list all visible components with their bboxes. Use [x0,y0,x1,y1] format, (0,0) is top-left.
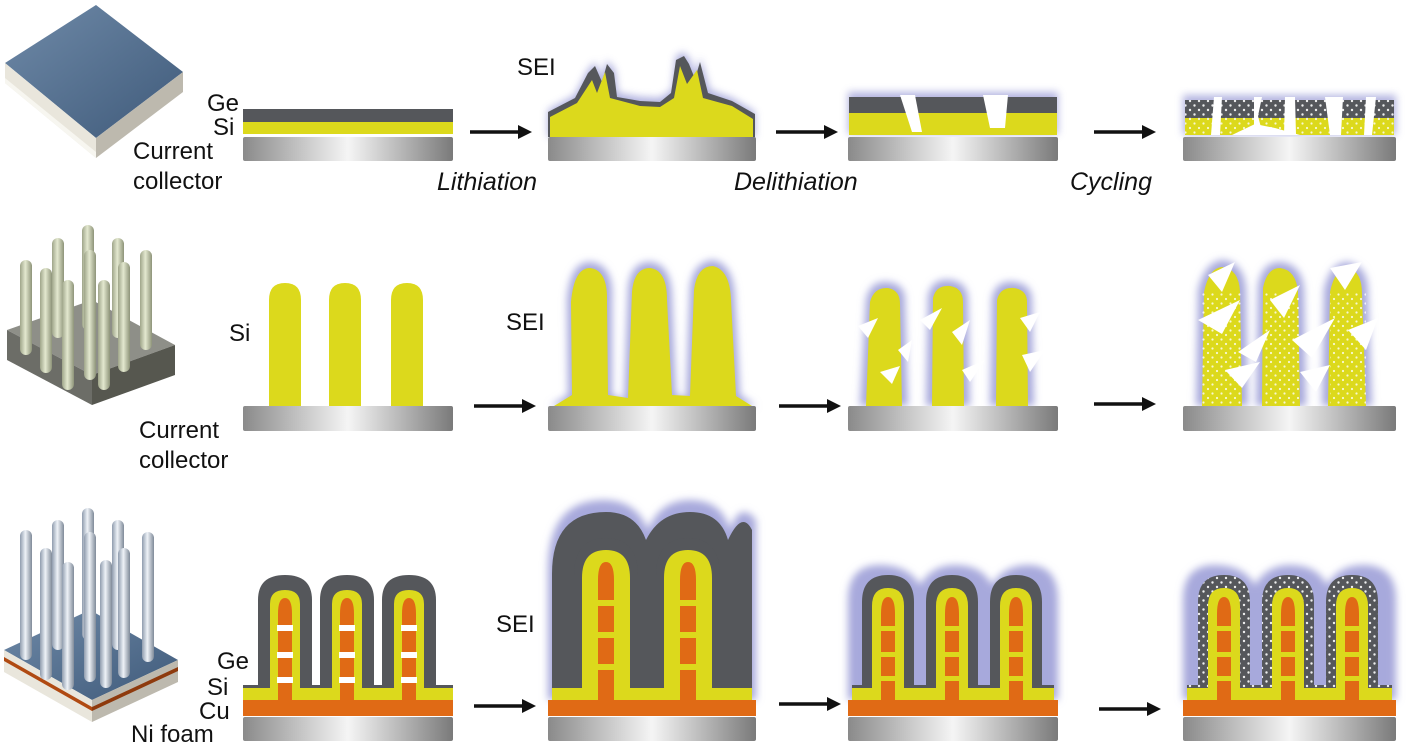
row2-sei-label: SEI [506,309,545,336]
row2-3d-nanowire-block [7,225,175,405]
arrow-right-icon [470,125,532,139]
row1-collector-label-line1: Current [133,138,214,165]
row2-cycled-nanowires [1183,260,1396,431]
row1-collector-label-line2: collector [133,168,223,195]
arrow-right-icon [779,399,841,413]
row2-delithiated-nanowires [848,279,1058,431]
row3-delithiated-core-shell [848,565,1058,741]
row1-3d-block [5,5,183,158]
process-arrows [470,125,1161,716]
row3-si-label: Si [207,674,229,701]
arrow-right-icon [779,697,841,711]
row3-cycled-core-shell [1183,565,1396,741]
row1-sei-label: SEI [517,54,556,81]
arrow-right-icon [776,125,838,139]
row3-initial-core-shell [243,575,453,741]
row3-sei-label: SEI [496,611,535,638]
row2-initial-nanowires [243,283,453,431]
step-delithiation: Delithiation [734,168,858,196]
arrow-right-icon [1099,702,1161,716]
row1-cycled-film [1183,95,1396,161]
row3-ni-foam-label: Ni foam [131,721,214,748]
arrow-right-icon [474,399,536,413]
row3-lithiated-core-shell [548,500,756,741]
row1-si-label: Si [213,114,235,141]
arrow-right-icon [1094,125,1156,139]
row3-3d-nanowire-block [4,508,178,722]
row1-initial-film [243,109,453,161]
arrow-right-icon [1094,397,1156,411]
row1-ge-label: Ge [207,90,240,117]
row3-ge-label: Ge [217,648,250,675]
row3-cu-label: Cu [199,698,230,725]
row1-delithiated-film [848,92,1058,161]
step-lithiation: Lithiation [437,168,538,196]
row2-lithiated-nanowires [548,260,756,431]
row2-collector-label-line1: Current [139,417,220,444]
arrow-right-icon [474,699,536,713]
step-cycling: Cycling [1070,168,1152,196]
row2-si-label: Si [229,320,251,347]
row2-collector-label-line2: collector [139,447,229,474]
row1-lithiated-film [548,52,756,161]
